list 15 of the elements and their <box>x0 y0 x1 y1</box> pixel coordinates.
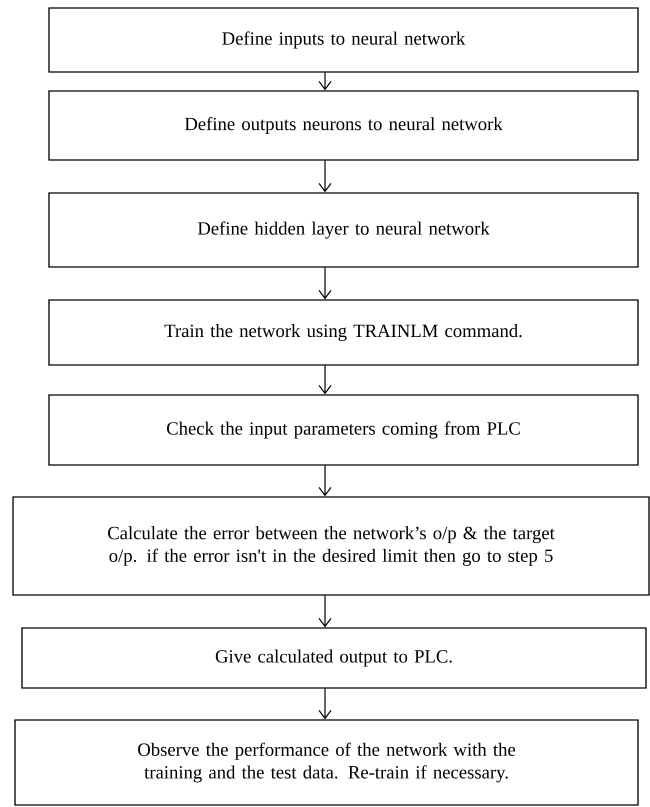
process-box: Train the network using TRAINLM command. <box>48 299 639 366</box>
arrow <box>318 366 332 394</box>
process-box: Check the input parameters coming from PLC <box>48 394 639 466</box>
arrow <box>318 596 332 628</box>
process-box: Define outputs neurons to neural network <box>48 90 639 161</box>
arrow <box>318 466 332 496</box>
arrow <box>318 688 332 720</box>
arrow <box>318 268 332 300</box>
process-box: Calculate the error between the network’s o/p & the target o/p. if the error isn't in the desired limit then go to step 5 <box>12 496 650 596</box>
process-box: Observe the performance of the network with the training and the test data. Re-train if necessary. <box>14 719 639 806</box>
process-box: Define hidden layer to neural network <box>48 192 639 268</box>
arrow <box>318 72 332 90</box>
arrow <box>318 160 332 192</box>
process-box: Define inputs to neural network <box>48 7 639 73</box>
process-box: Give calculated output to PLC. <box>21 627 647 689</box>
